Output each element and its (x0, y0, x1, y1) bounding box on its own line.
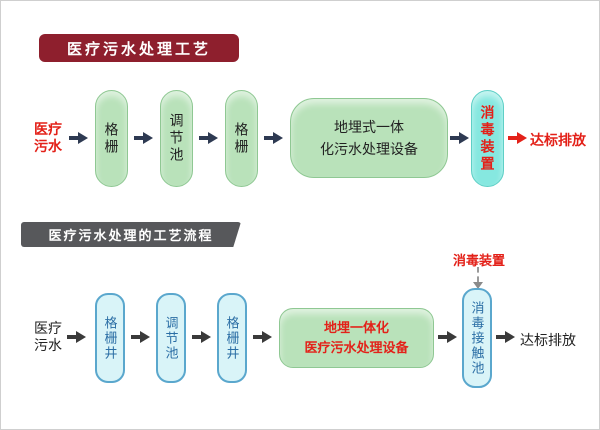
arrow-shaft (253, 335, 262, 339)
arrow-head (459, 132, 469, 144)
diagram2-node-regulating-tank: 调节池 (156, 293, 186, 383)
arrow-head (76, 331, 86, 343)
arrow-shaft (199, 136, 208, 140)
arrow-right-icon (253, 331, 272, 343)
arrow-right-icon (67, 331, 86, 343)
diagram2-disinfection-annotation: 消毒装置 (452, 253, 505, 268)
arrow-head (208, 132, 218, 144)
arrow-right-icon (131, 331, 150, 343)
arrow-shaft (192, 335, 201, 339)
diagram1-source-label: 医疗污水 (34, 121, 62, 154)
arrow-shaft (450, 136, 459, 140)
diagram2-node-grid-well1: 格栅井 (95, 293, 125, 383)
arrow-right-icon (496, 331, 515, 343)
equipment-line2: 医疗污水处理设备 (304, 340, 409, 355)
diagram1-node-regulating-tank: 调节池 (160, 90, 193, 187)
node-label: 格栅 (233, 121, 250, 156)
arrow-head (517, 132, 527, 144)
diagram1-output-label: 达标排放 (530, 132, 586, 148)
arrow-right-icon (508, 132, 527, 144)
arrow-right-icon (192, 331, 211, 343)
arrow-shaft (134, 136, 143, 140)
diagram2-equipment-box: 地埋一体化 医疗污水处理设备 (279, 308, 434, 368)
arrow-head (78, 132, 88, 144)
arrow-head (140, 331, 150, 343)
diagram2-source-label: 医疗污水 (34, 320, 62, 353)
arrow-right-icon (264, 132, 283, 144)
arrow-shaft (131, 335, 140, 339)
arrow-right-icon (69, 132, 88, 144)
arrow-shaft (264, 136, 273, 140)
arrow-right-icon (199, 132, 218, 144)
equipment-line2: 化污水处理设备 (320, 141, 418, 157)
node-label: 格栅井 (102, 315, 118, 361)
node-label: 消毒接触池 (469, 300, 485, 376)
arrow-shaft (438, 335, 447, 339)
arrow-head (262, 331, 272, 343)
arrow-head (447, 331, 457, 343)
arrow-shaft (67, 335, 76, 339)
node-label: 格栅 (103, 121, 120, 156)
node-label: 消毒装置 (479, 104, 496, 173)
diagram1-node-disinfection-device: 消毒装置 (471, 90, 504, 187)
diagram1-title-banner: 医疗污水处理工艺 (39, 34, 239, 62)
arrow-head (143, 132, 153, 144)
arrow-head (201, 331, 211, 343)
arrow-shaft (508, 136, 517, 140)
diagram2-node-grid-well2: 格栅井 (217, 293, 247, 383)
equipment-line1: 地埋式一体 (334, 119, 404, 135)
arrow-right-icon (134, 132, 153, 144)
diagram1-node-grid2: 格栅 (225, 90, 258, 187)
arrow-head (505, 331, 515, 343)
arrow-shaft (69, 136, 78, 140)
arrow-head (273, 132, 283, 144)
diagram2-output-label: 达标排放 (520, 332, 576, 348)
diagram2-title-banner: 医疗污水处理的工艺流程 (21, 222, 241, 247)
diagram2-node-disinfection-contact-tank: 消毒接触池 (462, 288, 492, 388)
equipment-line1: 地埋一体化 (323, 320, 389, 335)
arrow-right-icon (450, 132, 469, 144)
diagram1-equipment-box: 地埋式一体 化污水处理设备 (290, 98, 448, 178)
arrow-right-icon (438, 331, 457, 343)
arrow-down-icon (473, 282, 483, 289)
node-label: 调节池 (163, 315, 179, 361)
dashed-connector-line (477, 267, 479, 282)
node-label: 格栅井 (224, 315, 240, 361)
diagram1-node-grid1: 格栅 (95, 90, 128, 187)
arrow-shaft (496, 335, 505, 339)
node-label: 调节池 (168, 113, 185, 164)
